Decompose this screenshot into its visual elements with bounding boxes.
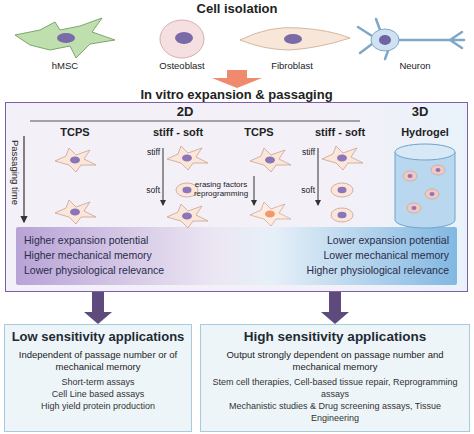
section-heading: In vitro expansion & passaging bbox=[6, 87, 467, 102]
column-header: stiff - soft bbox=[302, 126, 378, 139]
flow-arrow bbox=[84, 292, 112, 324]
list-item: Short-term assays bbox=[10, 376, 186, 388]
trend-text: Higher physiological relevance bbox=[307, 263, 449, 278]
box-subheading: Independent of passage number or of mech… bbox=[10, 349, 186, 373]
hmsc-cell bbox=[15, 18, 115, 58]
box-heading: Low sensitivity applications bbox=[10, 329, 186, 344]
gradient-bar: Higher expansion potentialHigher mechani… bbox=[16, 227, 457, 285]
cell-name: Osteoblast bbox=[150, 61, 214, 72]
fibroblast-cell bbox=[240, 28, 350, 51]
application-box: Low sensitivity applicationsIndependent … bbox=[4, 324, 192, 432]
fibroblast-cell bbox=[240, 28, 350, 51]
arrow-head bbox=[321, 312, 349, 324]
column-header: TCPS bbox=[48, 126, 102, 139]
section-title: Cell isolation bbox=[0, 2, 474, 17]
neuron-cell bbox=[371, 29, 399, 51]
flow-arrow bbox=[321, 292, 349, 324]
neuron-cell bbox=[379, 35, 391, 45]
neuron-cell bbox=[358, 19, 464, 59]
axis-label: Passaging time bbox=[9, 140, 20, 205]
fibroblast-cell bbox=[284, 34, 302, 44]
arrow-head bbox=[84, 312, 112, 324]
condition-label: stiff bbox=[281, 148, 315, 158]
neuron-cell bbox=[358, 19, 464, 59]
trend-text: Higher mechanical memory bbox=[24, 248, 152, 263]
process-note: erasing factors reprogramming bbox=[190, 180, 252, 198]
list-item: Mechanistic studies & Drug screening ass… bbox=[206, 400, 464, 424]
trend-text: Lower physiological relevance bbox=[24, 263, 164, 278]
list-item: Cell Line based assays bbox=[10, 388, 186, 400]
hmsc-cell bbox=[57, 33, 75, 43]
trend-text: Lower expansion potential bbox=[327, 233, 449, 248]
column-header: TCPS bbox=[232, 126, 286, 139]
down-arrow bbox=[212, 70, 262, 88]
box-heading: High sensitivity applications bbox=[206, 329, 464, 344]
trend-text: Lower mechanical memory bbox=[324, 248, 449, 263]
cell-name: Fibroblast bbox=[260, 61, 324, 72]
cell-name: hMSC bbox=[35, 61, 95, 72]
condition-label: stiff bbox=[126, 148, 160, 158]
box-subheading: Output strongly dependent on passage num… bbox=[206, 349, 464, 373]
osteoblast-cell bbox=[160, 20, 204, 58]
application-box: High sensitivity applicationsOutput stro… bbox=[200, 324, 470, 432]
cell-name: Neuron bbox=[385, 61, 445, 72]
trend-text: Higher expansion potential bbox=[24, 233, 148, 248]
osteoblast-cell bbox=[160, 20, 204, 58]
column-header: Hydrogel bbox=[392, 126, 458, 139]
list-item: Stem cell therapies, Cell-based tissue r… bbox=[206, 376, 464, 400]
osteoblast-cell bbox=[175, 32, 193, 44]
column-header: stiff - soft bbox=[140, 126, 216, 139]
condition-label: soft bbox=[126, 186, 160, 196]
list-item: High yield protein production bbox=[10, 400, 186, 412]
arrow-shaft bbox=[329, 292, 341, 312]
group-header: 3D bbox=[395, 105, 445, 120]
condition-label: soft bbox=[281, 186, 315, 196]
group-header: 2D bbox=[160, 105, 210, 120]
arrow-shaft bbox=[92, 292, 104, 312]
hmsc-cell bbox=[15, 18, 115, 58]
